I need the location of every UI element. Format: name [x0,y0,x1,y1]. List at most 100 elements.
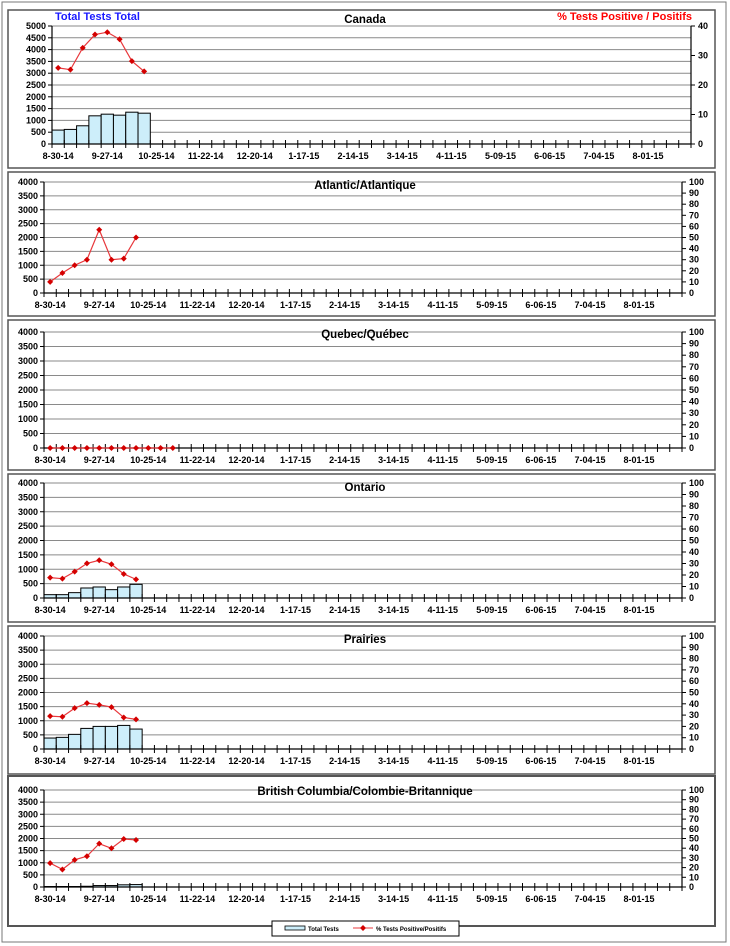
x-tick-label: 7-04-15 [574,894,605,904]
marker-pct-positive [83,256,90,263]
marker-pct-positive [108,845,115,852]
bar-total-tests [68,733,82,750]
x-tick-label: 3-14-15 [387,151,418,161]
marker-pct-positive [96,557,103,564]
y-tick-label: 3500 [18,492,38,502]
marker-pct-positive [133,836,140,843]
x-tick-label: 5-09-15 [476,605,507,615]
y2-tick-label: 20 [689,266,699,276]
marker-pct-positive [47,574,54,581]
y-tick-label: 1500 [26,104,46,114]
x-tick-label: 7-04-15 [574,455,605,465]
y2-tick-label: 90 [689,188,699,198]
x-tick-label: 12-20-14 [228,605,264,615]
x-tick-label: 11-22-14 [188,151,224,161]
x-tick-label: 4-11-15 [427,300,458,310]
x-tick-label: 8-01-15 [632,151,663,161]
marker-pct-positive [108,445,115,451]
marker-pct-positive [79,44,86,51]
y-tick-label: 4000 [18,327,38,337]
bar-total-tests [51,129,65,145]
marker-pct-positive [120,835,127,842]
x-tick-label: 11-22-14 [180,756,216,766]
y2-tick-label: 80 [689,501,699,511]
x-tick-label: 2-14-15 [329,605,360,615]
y-tick-label: 0 [33,744,38,754]
y2-tick-label: 50 [689,688,699,698]
y2-tick-label: 30 [689,408,699,418]
bar-total-tests [43,737,57,750]
y-tick-label: 3500 [18,797,38,807]
y-tick-label: 1500 [18,550,38,560]
x-tick-label: 10-25-14 [138,151,174,161]
y2-tick-label: 70 [689,665,699,675]
marker-pct-positive [96,445,103,451]
x-tick-label: 3-14-15 [378,455,409,465]
marker-pct-positive [108,256,115,263]
x-tick-label: 10-25-14 [130,756,166,766]
y-tick-label: 1500 [18,702,38,712]
y2-tick-label: 10 [689,277,699,287]
y-tick-label: 2500 [18,219,38,229]
x-tick-label: 8-01-15 [624,455,655,465]
y2-tick-label: 0 [689,288,694,298]
x-tick-label: 1-17-15 [288,151,319,161]
panel-title: Quebec/Québec [321,329,409,341]
x-tick-label: 7-04-15 [574,605,605,615]
bar-total-tests [88,115,102,145]
x-tick-label: 8-01-15 [624,894,655,904]
legend-marker-swatch [360,925,366,931]
y-tick-label: 3000 [18,659,38,669]
x-tick-label: 10-25-14 [130,894,166,904]
x-tick-label: 12-20-14 [237,151,273,161]
x-tick-label: 4-11-15 [427,756,458,766]
y-tick-label: 1000 [18,260,38,270]
marker-pct-positive [157,445,164,451]
x-tick-label: 4-11-15 [427,894,458,904]
y2-tick-label: 40 [689,547,699,557]
y-tick-label: 2000 [18,385,38,395]
x-tick-label: 1-17-15 [280,455,311,465]
y-tick-label: 3500 [18,342,38,352]
y2-tick-label: 80 [689,350,699,360]
marker-pct-positive [133,234,140,241]
y-tick-label: 1000 [18,414,38,424]
y-tick-label: 0 [33,882,38,892]
x-tick-label: 11-22-14 [180,605,216,615]
x-tick-label: 12-20-14 [228,300,264,310]
marker-pct-positive [47,445,54,451]
x-tick-label: 8-30-14 [35,455,66,465]
x-tick-label: 11-22-14 [180,300,216,310]
marker-pct-positive [120,445,127,451]
x-tick-label: 2-14-15 [329,300,360,310]
marker-pct-positive [108,561,115,568]
y2-tick-label: 0 [689,443,694,453]
y2-tick-label: 100 [689,177,704,187]
marker-pct-positive [71,705,78,712]
y2-tick-label: 10 [698,110,708,120]
x-tick-label: 9-27-14 [92,151,123,161]
y2-tick-label: 90 [689,795,699,805]
marker-pct-positive [47,278,54,285]
x-tick-label: 6-06-15 [525,894,556,904]
y2-tick-label: 90 [689,642,699,652]
y2-tick-label: 60 [689,524,699,534]
panel-frame [7,473,716,623]
x-tick-label: 9-27-14 [84,605,115,615]
x-tick-label: 1-17-15 [280,300,311,310]
y2-tick-label: 100 [689,478,704,488]
marker-pct-positive [55,64,62,71]
y2-tick-label: 100 [689,631,704,641]
y-tick-label: 0 [33,443,38,453]
y-tick-label: 4000 [18,478,38,488]
x-tick-label: 4-11-15 [427,605,458,615]
bar-total-tests [80,727,94,750]
marker-pct-positive [141,68,148,75]
x-tick-label: 9-27-14 [84,300,115,310]
x-tick-label: 3-14-15 [378,756,409,766]
bar-total-tests [92,586,106,599]
legend: Total Tests% Tests Positive/Positifs [271,920,460,937]
x-tick-label: 8-30-14 [35,605,66,615]
marker-pct-positive [47,860,54,867]
